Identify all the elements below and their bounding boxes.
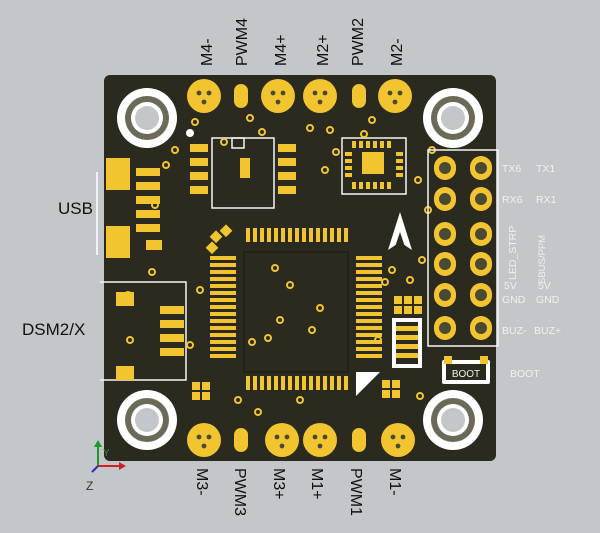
- pin-label-m3-plus: M3+: [270, 468, 287, 500]
- pad-pwm2: [352, 84, 366, 108]
- axis-y-label: Y: [103, 448, 110, 459]
- pad-m1-minus: [381, 423, 415, 457]
- ic-mcu: [210, 228, 382, 396]
- pin-label-pwm4: PWM4: [234, 18, 251, 66]
- direction-arrow: [388, 212, 412, 250]
- pin-label-m2-minus: M2-: [389, 38, 406, 66]
- bottom-pin-labels: M3- PWM3 M3+ M1+ PWM1 M1-: [193, 468, 403, 516]
- mount-hole-bottom-right: [423, 390, 483, 450]
- pin-label-m1-minus: M1-: [386, 468, 403, 496]
- pin-label-pwm2: PWM2: [350, 18, 367, 66]
- pin-label-buz-plus: BUZ+: [534, 325, 561, 337]
- pin-label-buz-minus: BUZ-: [502, 325, 527, 337]
- pin-label-5v-a: 5V: [504, 280, 517, 292]
- pin-label-m2-plus: M2+: [315, 34, 332, 66]
- axis-triad: Y Z: [86, 440, 126, 493]
- pad-m4-plus: [261, 79, 295, 113]
- pad-m3-plus: [265, 423, 299, 457]
- regulator: [392, 318, 422, 368]
- pin-label-m4-plus: M4+: [273, 34, 290, 66]
- ic-soic: [186, 129, 296, 209]
- pin-label-gnd-a: GND: [502, 294, 526, 306]
- pin-label-sbus-ppm: SBUS/PPM: [537, 235, 548, 284]
- pad-pwm3: [234, 428, 248, 452]
- pin-label-pwm1: PWM1: [347, 468, 364, 516]
- dsm-label: DSM2/X: [22, 320, 85, 339]
- pin-label-rx1: RX1: [536, 194, 557, 206]
- pin-label-gnd-b: GND: [536, 294, 560, 306]
- pad-m2-minus: [378, 79, 412, 113]
- pin-label-pwm3: PWM3: [231, 468, 248, 516]
- mount-hole-top-right: [423, 88, 483, 148]
- pad-m1-plus: [303, 423, 337, 457]
- top-motor-pads: [187, 79, 412, 113]
- pin-label-5v-b: 5V: [538, 280, 551, 292]
- mount-hole-bottom-left: [117, 390, 177, 450]
- bottom-motor-pads: [187, 423, 415, 457]
- pin-label-rx6: RX6: [502, 194, 523, 206]
- pad-m2-plus: [303, 79, 337, 113]
- small-components: [192, 224, 422, 400]
- right-pin-labels: TX6 TX1 RX6 RX1 LED_STRP SBUS/PPM 5V 5V …: [502, 163, 561, 337]
- dsm-connector: [100, 281, 187, 381]
- mount-hole-top-left: [117, 88, 177, 148]
- pin-label-m1-plus: M1+: [308, 468, 325, 500]
- usb-connector: [106, 158, 162, 258]
- pad-pwm1: [352, 428, 366, 452]
- boot-silk-text: BOOT: [452, 369, 480, 380]
- pin-label-m4-minus: M4-: [199, 38, 216, 66]
- usb-label: USB: [58, 199, 93, 218]
- pin-label-tx1: TX1: [536, 163, 555, 175]
- pin-label-led-strp: LED_STRP: [507, 226, 519, 280]
- top-pin-labels: M4- PWM4 M4+ M2+ PWM2 M2-: [199, 18, 406, 66]
- pin-label-tx6: TX6: [502, 163, 521, 175]
- boot-button: BOOT: [442, 356, 490, 384]
- axis-z-label: Z: [86, 479, 93, 493]
- pin-label-m3-minus: M3-: [193, 468, 210, 496]
- pad-m4-minus: [187, 79, 221, 113]
- boot-label: BOOT: [510, 368, 540, 380]
- pad-m3-minus: [187, 423, 221, 457]
- right-header: [427, 149, 499, 347]
- ic-gyro-qfn: [341, 137, 407, 195]
